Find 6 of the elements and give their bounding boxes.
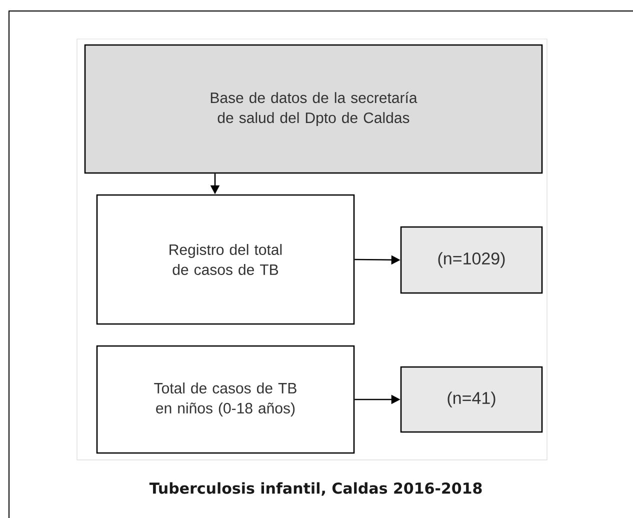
process-box: Base de datos de la secretaría de salud del Dpto de Caldas: [84, 44, 543, 174]
process-box: (n=41): [400, 366, 543, 433]
caption: Tuberculosis infantil, Caldas 2016-2018: [149, 482, 482, 496]
process-box: (n=1029): [400, 226, 543, 294]
process-box: Total de casos de TB en niños (0-18 años): [96, 345, 355, 454]
process-box: Registro del total de casos de TB: [96, 194, 355, 325]
